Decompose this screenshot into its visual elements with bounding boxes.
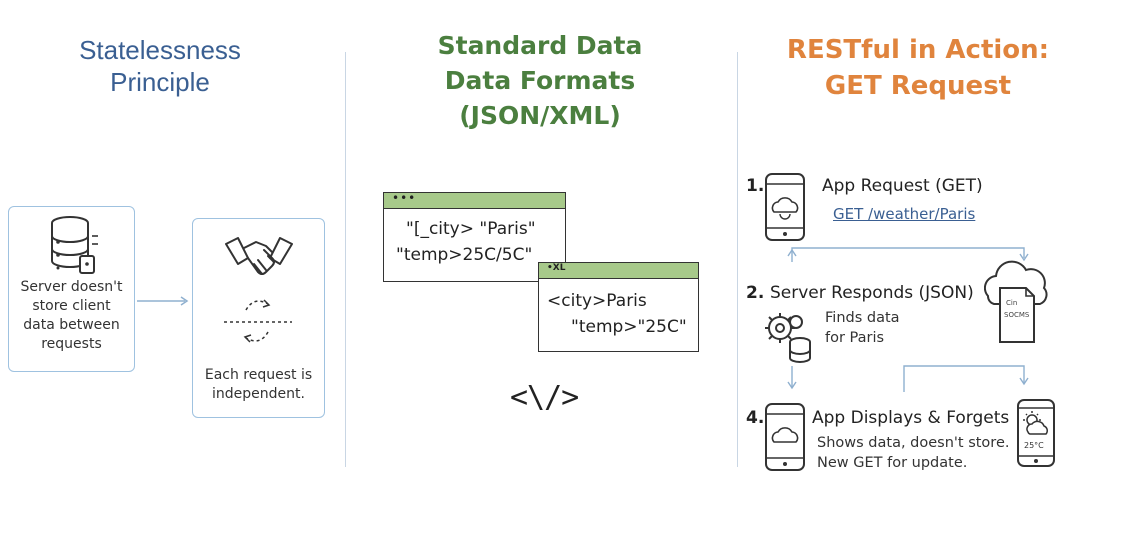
- request-box: [192, 218, 325, 418]
- formats-title: Standard Data Data Formats (JSON/XML): [390, 28, 690, 133]
- json-window: ••• "[_city> "Paris" "temp>25C/5C": [383, 191, 566, 282]
- response-flow-arrows: [787, 365, 1029, 392]
- request-flow-arrows: [787, 247, 1029, 262]
- divider-right: [737, 52, 738, 467]
- phone-cloud-icon: [765, 173, 805, 241]
- code-icon: <\/>: [510, 380, 579, 415]
- request-box-text: Each request is independent.: [204, 367, 313, 402]
- phone-cloud-display-icon: [765, 403, 805, 471]
- window-dots-icon: •••: [392, 191, 417, 205]
- database-icon: [51, 216, 98, 274]
- step2-title: Server Responds (JSON): [770, 283, 974, 303]
- step1-number: 1.: [746, 176, 765, 196]
- statelessness-title-line1: Statelessness: [79, 35, 241, 65]
- refresh-arrows-icon: [224, 299, 292, 343]
- xml-window: •XL <city>Paris "temp>"25C": [538, 262, 699, 352]
- json-line2: "temp>25C/5C": [396, 245, 533, 265]
- restful-title-line1: RESTful in Action:: [786, 35, 1050, 65]
- divider-left: [345, 52, 346, 467]
- restful-title: RESTful in Action: GET Request: [758, 32, 1078, 104]
- formats-title-line1: Standard Data: [437, 31, 643, 60]
- xml-window-label: •XL: [547, 263, 566, 273]
- step1-title: App Request (GET): [822, 176, 983, 196]
- step4-number: 4.: [746, 408, 765, 428]
- json-line1: "[_city> "Paris": [406, 219, 536, 239]
- formats-title-line2: Data Formats: [444, 66, 636, 95]
- server-box-text: Server doesn't store client data between…: [20, 279, 123, 352]
- document-text-line2: SOCMS: [1004, 311, 1030, 319]
- arrow-server-to-request: [137, 296, 189, 306]
- xml-line1: <city>Paris: [547, 291, 647, 311]
- step2-number: 2.: [746, 283, 765, 303]
- step4-title: App Displays & Forgets: [812, 408, 1010, 428]
- weather-temp: 25°C: [1024, 441, 1044, 450]
- phone-weather-icon: [1017, 399, 1055, 467]
- xml-window-titlebar: •XL: [539, 263, 698, 279]
- restful-title-line2: GET Request: [824, 71, 1012, 101]
- statelessness-title-line2: Principle: [110, 67, 210, 97]
- gears-database-icon: [765, 313, 811, 363]
- step1-request-link[interactable]: GET /weather/Paris: [833, 205, 976, 223]
- handshake-icon: [225, 237, 293, 275]
- cloud-document-icon: [984, 260, 1048, 343]
- xml-line2: "temp>"25C": [571, 317, 687, 337]
- statelessness-title: Statelessness Principle: [40, 34, 280, 98]
- formats-title-line3: (JSON/XML): [459, 101, 621, 130]
- document-text-line1: Cin: [1006, 299, 1018, 307]
- step2-description: Finds data for Paris: [825, 310, 900, 346]
- json-window-titlebar: •••: [384, 191, 565, 209]
- step4-description: Shows data, doesn't store. New GET for u…: [817, 435, 1010, 471]
